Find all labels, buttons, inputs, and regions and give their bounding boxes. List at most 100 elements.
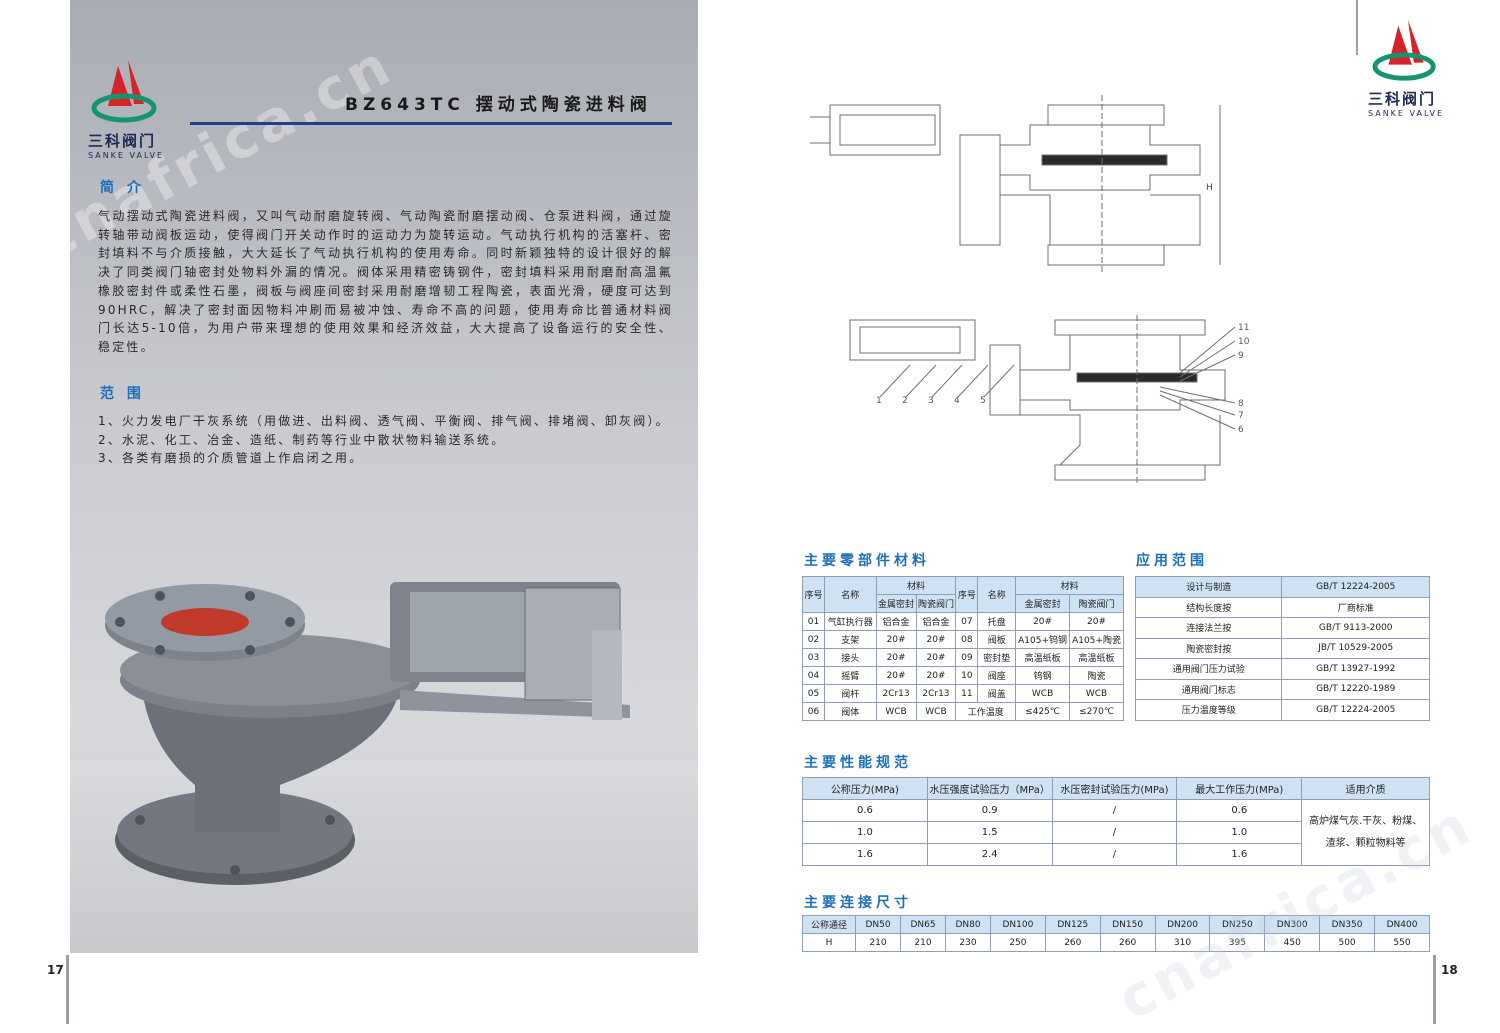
cell: 结构长度按 xyxy=(1134,596,1283,618)
cell: 0.6 xyxy=(802,799,928,822)
cell: 10 xyxy=(955,666,979,685)
dimension-heading: 主要连接尺寸 xyxy=(804,895,912,911)
cell: GB/T 12224-2005 xyxy=(1281,699,1430,721)
cell: 厂商标准 xyxy=(1281,596,1430,618)
cell: 密封垫 xyxy=(977,648,1017,667)
cell: 铝合金 xyxy=(915,612,957,631)
logo-mark-icon xyxy=(91,60,157,123)
intro-heading: 简 介 xyxy=(100,180,145,196)
cell: 陶瓷 xyxy=(1069,666,1124,685)
performance-table: 公称压力(MPa) 水压强度试验压力（MPa） 水压密封试验压力(MPa) 最大… xyxy=(802,777,1430,866)
medium-cell: 高炉煤气灰.干灰、粉煤、渣浆、颗粒物料等 xyxy=(1301,799,1430,866)
scope-item: 3、各类有磨损的介质管道上作启闭之用。 xyxy=(98,451,364,466)
callout-number: 1 xyxy=(876,396,882,406)
cell: 20# xyxy=(915,630,957,649)
cell: 气缸执行器 xyxy=(823,612,877,631)
cell: 250 xyxy=(990,933,1046,952)
header-cell: DN350 xyxy=(1319,915,1376,934)
title-underline xyxy=(190,122,672,125)
cell: ≤270℃ xyxy=(1069,702,1124,721)
cell: 阀杆 xyxy=(823,684,877,703)
cell: 260 xyxy=(1044,933,1101,952)
table-row: 结构长度按厂商标准 xyxy=(1134,596,1430,618)
page-edge-bar-top-right xyxy=(1356,0,1358,55)
callout-number: 5 xyxy=(980,396,986,406)
col-metal-seal: 金属密封 xyxy=(1015,594,1071,613)
cell: 接头 xyxy=(823,648,877,667)
col-material: 材料 xyxy=(1015,576,1124,595)
col-ceramic-valve: 陶瓷阀门 xyxy=(1069,594,1124,613)
brand-sub: SANKE VALVE xyxy=(88,151,165,160)
callout-number: 2 xyxy=(902,396,908,406)
callout-number: 10 xyxy=(1238,337,1250,347)
cell: 高温纸板 xyxy=(1015,648,1071,667)
cell: 铝合金 xyxy=(875,612,917,631)
header-cell: DN125 xyxy=(1044,915,1101,934)
col-metal-seal: 金属密封 xyxy=(875,594,917,613)
cell: 支架 xyxy=(823,630,877,649)
header-cell: DN65 xyxy=(900,915,946,934)
cell: A105+陶瓷 xyxy=(1069,630,1124,649)
cell: WCB xyxy=(915,702,957,721)
col-name: 名称 xyxy=(823,576,877,613)
cell: 钨钢 xyxy=(1015,666,1071,685)
cell: 1.6 xyxy=(1176,843,1303,866)
cell: 08 xyxy=(955,630,979,649)
cell: GB/T 12224-2005 xyxy=(1281,576,1430,598)
cell: 摇臂 xyxy=(823,666,877,685)
callout-number: 7 xyxy=(1238,411,1244,421)
table-header-row: 公称压力(MPa) 水压强度试验压力（MPa） 水压密封试验压力(MPa) 最大… xyxy=(802,777,1430,800)
cell: 工作温度 xyxy=(955,702,1017,721)
cell: 2Cr13 xyxy=(875,684,917,703)
header-cell: DN50 xyxy=(855,915,901,934)
cell: WCB xyxy=(1015,684,1071,703)
cell: 通用阀门压力试验 xyxy=(1134,658,1283,680)
parts-heading: 主要零部件材料 xyxy=(804,553,930,569)
header-cell: 水压密封试验压力(MPa) xyxy=(1051,777,1178,800)
dimension-table: 公称通径 DN50 DN65 DN80 DN100 DN125 DN150 DN… xyxy=(802,915,1430,952)
cell: 07 xyxy=(955,612,979,631)
cell: 20# xyxy=(915,666,957,685)
cell: / xyxy=(1051,799,1178,822)
cell: 2Cr13 xyxy=(915,684,957,703)
cell: 01 xyxy=(802,612,825,631)
cell: WCB xyxy=(875,702,917,721)
cell: 连接法兰按 xyxy=(1134,617,1283,639)
cell: 阀座 xyxy=(977,666,1017,685)
header-cell: 最大工作压力(MPa) xyxy=(1176,777,1303,800)
cell: 03 xyxy=(802,648,825,667)
cell: 陶瓷密封按 xyxy=(1134,637,1283,659)
header-cell: DN400 xyxy=(1374,915,1430,934)
cell: 05 xyxy=(802,684,825,703)
cell: JB/T 10529-2005 xyxy=(1281,637,1430,659)
cell: 0.6 xyxy=(1176,799,1303,822)
cell: 11 xyxy=(955,684,979,703)
col-name: 名称 xyxy=(977,576,1017,613)
cell: 20# xyxy=(875,630,917,649)
cell: GB/T 9113-2000 xyxy=(1281,617,1430,639)
col-ceramic-valve: 陶瓷阀门 xyxy=(915,594,957,613)
header-cell: DN100 xyxy=(990,915,1046,934)
table-header-row: 公称通径 DN50 DN65 DN80 DN100 DN125 DN150 DN… xyxy=(802,915,1430,934)
scope-list: 1、火力发电厂干灰系统（用做进、出料阀、透气阀、平衡阀、排气阀、排堵阀、卸灰阀）… xyxy=(98,412,673,468)
cell: 阀板 xyxy=(977,630,1017,649)
scope-heading: 范 围 xyxy=(100,386,145,402)
callout-number: 8 xyxy=(1238,399,1244,409)
cell: 1.5 xyxy=(926,821,1053,844)
cell: 设计与制造 xyxy=(1134,576,1283,598)
performance-heading: 主要性能规范 xyxy=(804,755,912,771)
dimension-label-H: H xyxy=(1206,183,1213,193)
callout-number: 9 xyxy=(1238,351,1244,361)
logo-mark-icon xyxy=(1372,19,1436,81)
cell: 通用阀门标志 xyxy=(1134,678,1283,700)
cell: 1.0 xyxy=(1176,821,1303,844)
cell: 20# xyxy=(1015,612,1071,631)
